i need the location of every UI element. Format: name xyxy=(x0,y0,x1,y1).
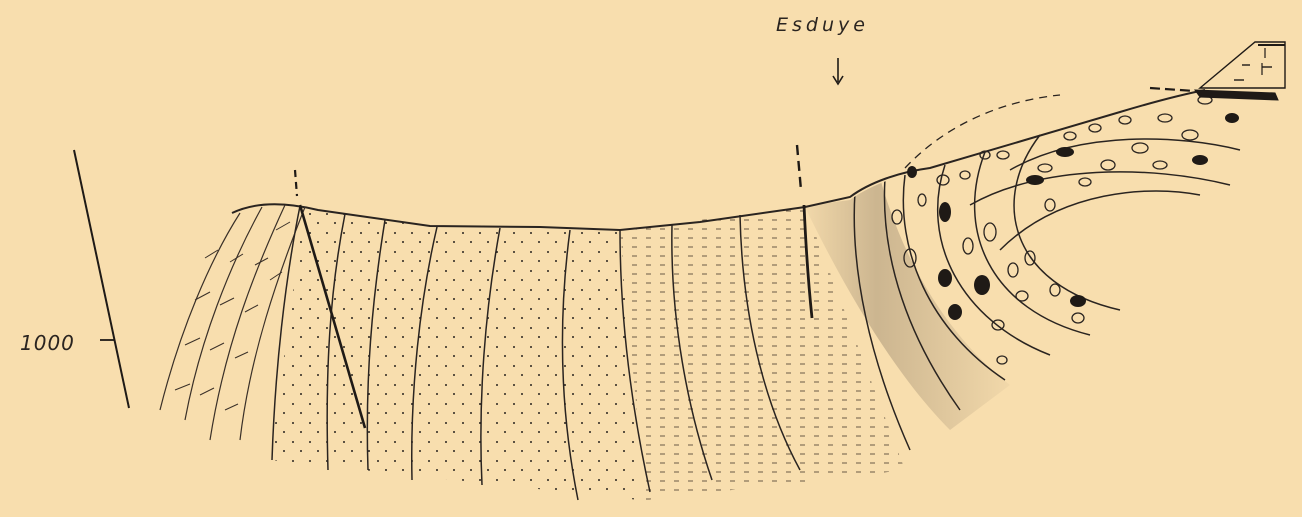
thrust-slice xyxy=(1150,42,1285,100)
location-label: Esduye xyxy=(776,14,869,36)
dotted-sandstone-unit xyxy=(270,205,640,500)
dark-nodules xyxy=(907,113,1239,320)
vertical-scale-bar xyxy=(74,150,129,408)
scale-label: 1000 xyxy=(20,331,75,355)
location-arrow xyxy=(833,58,843,84)
topographic-profile xyxy=(232,90,1205,230)
